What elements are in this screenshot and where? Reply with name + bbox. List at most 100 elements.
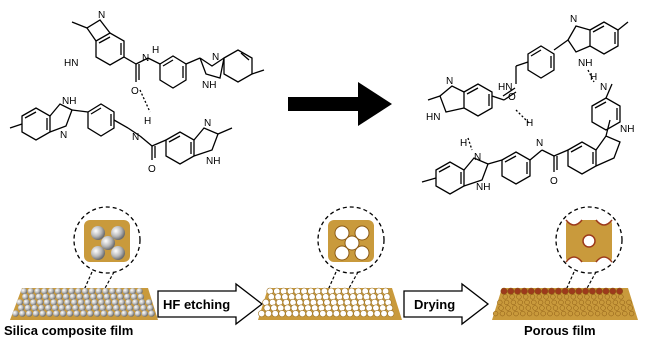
- film-particle: [137, 293, 145, 300]
- film-particle: [523, 294, 529, 300]
- film-particle: [124, 293, 131, 300]
- atom-nh: NH: [202, 80, 216, 91]
- atom-n: N: [212, 52, 219, 63]
- film-particle: [130, 293, 138, 300]
- atom-o: O: [148, 164, 156, 175]
- film-particle: [552, 305, 559, 311]
- film-particle: [529, 294, 536, 300]
- film-particle: [71, 299, 78, 306]
- film-particle: [595, 287, 603, 295]
- film-particle: [148, 310, 155, 317]
- film-particle: [128, 310, 135, 317]
- film-particle: [62, 293, 70, 300]
- atom-o: O: [550, 176, 558, 187]
- film-particle: [61, 288, 68, 295]
- film-particle: [57, 299, 64, 306]
- film-particle: [73, 310, 81, 317]
- film-particle: [567, 310, 574, 317]
- film-particle: [95, 288, 103, 295]
- film-particle: [600, 305, 606, 311]
- film-particle: [64, 299, 71, 306]
- film-particle: [565, 299, 571, 306]
- film-particle: [588, 287, 596, 295]
- film-particle: [557, 294, 563, 300]
- film-particle: [85, 304, 93, 312]
- atom-nh: NH: [62, 96, 76, 107]
- film-particle: [49, 293, 56, 300]
- film-particle: [520, 310, 526, 317]
- film-particle: [526, 310, 533, 317]
- film-particle: [614, 305, 620, 311]
- molecule-after: [421, 21, 629, 195]
- film-particle: [503, 299, 510, 306]
- film-particle: [45, 304, 52, 312]
- atom-h: H: [590, 72, 597, 83]
- film-particle: [568, 287, 576, 295]
- film-particle: [76, 293, 83, 300]
- film-particle: [507, 287, 515, 295]
- film-particle: [611, 294, 617, 300]
- film-particle: [534, 287, 542, 295]
- atom-nh: NH: [476, 182, 490, 193]
- film-particle: [147, 304, 154, 312]
- film-particle: [122, 288, 130, 295]
- film-particle: [106, 304, 113, 312]
- film-particle: [527, 287, 535, 295]
- atom-n: N: [446, 76, 453, 87]
- film-particle: [609, 287, 617, 295]
- atom-h: H: [152, 45, 159, 56]
- film-particle: [533, 310, 540, 317]
- film-particle: [619, 299, 625, 306]
- film-particle: [66, 310, 74, 317]
- film-particle: [58, 304, 66, 312]
- film-particle: [118, 299, 126, 306]
- film-particle: [536, 294, 542, 300]
- film-particle: [298, 310, 306, 318]
- film-particle: [68, 288, 75, 295]
- film-particle: [548, 287, 556, 295]
- film-particle: [17, 304, 25, 312]
- film-particle: [531, 299, 537, 306]
- atom-n: N: [474, 152, 481, 163]
- film-particle: [99, 304, 106, 312]
- film-particle: [380, 310, 388, 318]
- film-particle: [513, 310, 519, 317]
- film-particle: [539, 305, 545, 311]
- film-particle: [145, 299, 153, 306]
- film-particle: [517, 299, 523, 306]
- atom-n: N: [600, 82, 607, 93]
- film-particle: [524, 299, 530, 306]
- film-particle: [573, 305, 579, 311]
- film-particle: [540, 310, 546, 317]
- film-particle: [285, 310, 293, 318]
- film-particle: [366, 310, 374, 318]
- film-particle: [114, 310, 121, 317]
- film-particle: [601, 310, 608, 317]
- film-particle: [140, 304, 147, 312]
- film-particle: [105, 299, 112, 306]
- film-particle: [134, 310, 142, 317]
- film-particle: [72, 304, 79, 312]
- film-particle: [594, 310, 601, 317]
- film-particle: [541, 287, 549, 295]
- film-particle: [558, 299, 564, 306]
- label-drying: Drying: [414, 297, 455, 312]
- film-particle: [586, 305, 593, 311]
- film-particle: [582, 287, 590, 295]
- film-particle: [28, 293, 36, 300]
- film-particle: [602, 287, 610, 295]
- film-particle: [75, 288, 82, 295]
- film-particle: [597, 294, 604, 300]
- film-particle: [551, 299, 557, 306]
- film-particle: [360, 310, 368, 318]
- film-particle: [87, 310, 94, 317]
- film-particle: [32, 310, 40, 317]
- film-particle: [618, 294, 624, 300]
- atom-n: N: [142, 53, 149, 64]
- film-particle: [119, 304, 127, 312]
- film-particle: [326, 310, 334, 318]
- atom-nh: NH: [206, 156, 220, 167]
- film-particle: [584, 294, 590, 300]
- film-particle: [554, 310, 560, 317]
- film-particle: [94, 310, 101, 317]
